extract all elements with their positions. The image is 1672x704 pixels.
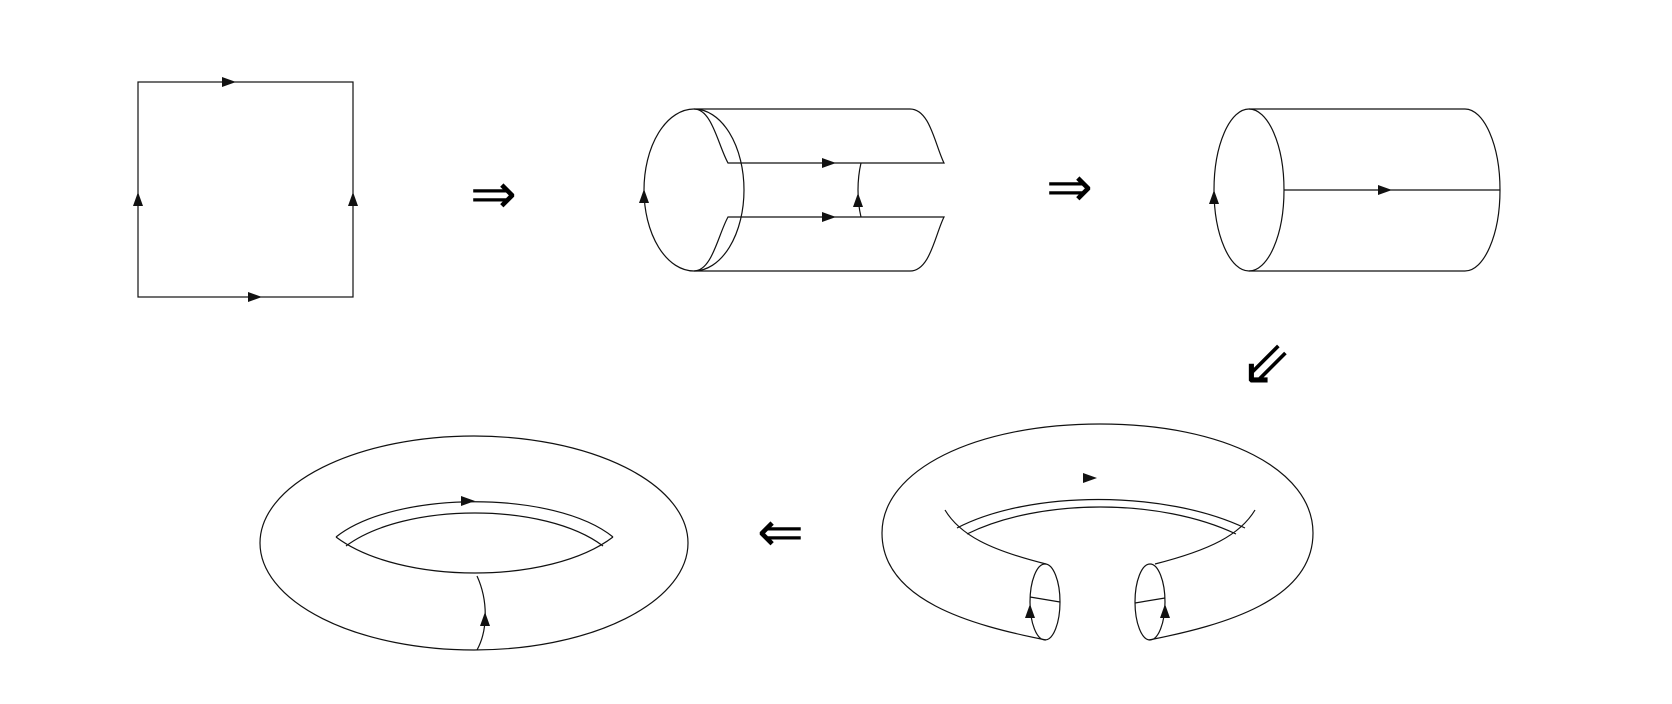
torus-meridian-arrow: [480, 612, 490, 626]
open-torus-left-end: [1029, 563, 1061, 641]
torus-seam-outer: [335, 501, 614, 538]
implies-arrow-2: ⇒: [1046, 155, 1093, 220]
right-edge-arrow: [348, 192, 358, 206]
open-torus-seam-outer: [956, 498, 1246, 529]
open-cylinder-seam-arrow-top: [822, 158, 836, 168]
open-torus-right-end: [1134, 563, 1166, 641]
implies-arrow-4: ⇐: [757, 500, 804, 565]
open-cylinder-end-ellipse: [643, 108, 745, 272]
open-cylinder-bottom: [693, 216, 945, 272]
cylinder-end-arrow: [1209, 190, 1219, 204]
torus-seam-inner: [345, 512, 604, 547]
torus-seam-arrow: [461, 496, 475, 506]
torus-step: [259, 435, 689, 651]
open-torus-left-end-tick: [1029, 596, 1061, 603]
open-cylinder-seam-arrow-bottom: [822, 212, 836, 222]
open-cylinder-top: [693, 108, 945, 164]
open-torus-seam-arrow: [1083, 473, 1097, 483]
open-torus-seam-inner: [966, 506, 1237, 535]
open-torus-right-end-arrow: [1160, 604, 1170, 618]
square-step: [133, 77, 358, 302]
implies-arrow-1: ⇒: [470, 162, 517, 227]
open-torus-inner-rim: [944, 509, 1256, 565]
top-edge-arrow: [222, 77, 236, 87]
cylinder-seam-arrow: [1378, 185, 1392, 195]
open-torus-left-end-arrow: [1025, 604, 1035, 618]
torus-hole-lower: [335, 536, 614, 574]
implies-arrow-3: ⇙: [1240, 326, 1292, 399]
torus-outer: [259, 435, 689, 651]
bottom-edge-arrow: [248, 292, 262, 302]
open-cylinder-step: [639, 108, 945, 272]
square-outline: [137, 81, 354, 298]
left-edge-arrow: [133, 192, 143, 206]
open-cylinder-gap-curve: [857, 162, 862, 218]
open-torus-right-end-tick: [1134, 597, 1166, 604]
torus-meridian: [476, 575, 486, 651]
cylinder-step: [1209, 108, 1501, 272]
open-torus-step: [881, 423, 1314, 641]
cylinder-left-ellipse: [1213, 108, 1285, 272]
open-cylinder-end-arrow: [639, 189, 649, 203]
open-cylinder-gap-arrow: [853, 193, 863, 207]
open-torus-outer: [881, 423, 1314, 641]
